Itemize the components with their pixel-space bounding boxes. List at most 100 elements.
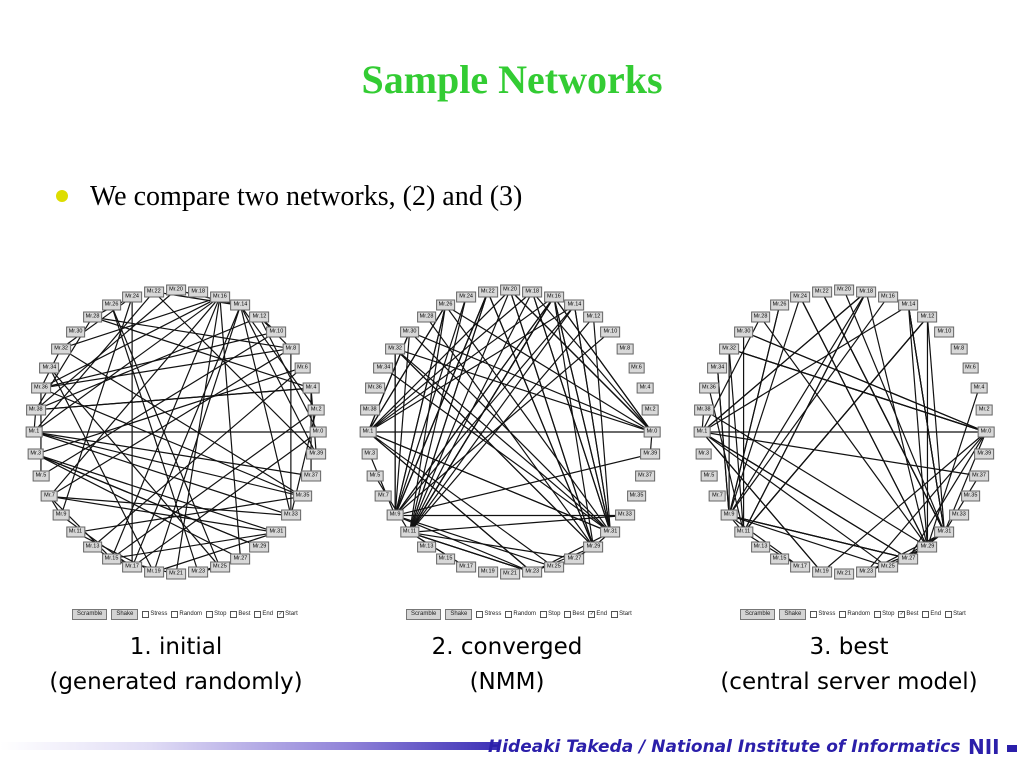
network-node[interactable]: Mr.35 — [292, 490, 313, 502]
network-node[interactable]: Mr.17 — [122, 561, 142, 573]
network-node[interactable]: Mr.29 — [249, 541, 270, 553]
network-node[interactable]: Mr.5 — [366, 470, 384, 482]
network-node[interactable]: Mr.24 — [122, 291, 142, 303]
network-node[interactable]: Mr.35 — [960, 490, 981, 502]
network-node[interactable]: Mr.38 — [359, 404, 380, 416]
network-node[interactable]: Mr.22 — [811, 286, 832, 298]
start-checkbox[interactable]: Start — [611, 610, 632, 618]
stress-checkbox[interactable]: Stress — [476, 610, 501, 618]
network-node[interactable]: Mr.2 — [641, 404, 659, 416]
network-node[interactable]: Mr.27 — [898, 553, 919, 565]
network-node[interactable]: Mr.37 — [635, 470, 655, 482]
network-node[interactable]: Mr.16 — [877, 291, 898, 303]
network-node[interactable]: Mr.0 — [977, 426, 995, 438]
network-node[interactable]: Mr.23 — [188, 566, 209, 578]
end-checkbox[interactable]: End — [922, 610, 941, 618]
end-checkbox[interactable]: ✓End — [588, 610, 607, 618]
network-node[interactable]: Mr.28 — [82, 311, 103, 323]
network-node[interactable]: Mr.19 — [477, 566, 498, 578]
stop-checkbox[interactable]: Stop — [540, 610, 560, 618]
network-node[interactable]: Mr.32 — [385, 343, 405, 355]
network-node[interactable]: Mr.34 — [707, 362, 728, 374]
network-node[interactable]: Mr.17 — [790, 561, 810, 573]
stop-checkbox[interactable]: Stop — [206, 610, 226, 618]
network-node[interactable]: Mr.20 — [166, 284, 186, 296]
network-node[interactable]: Mr.38 — [25, 404, 46, 416]
random-checkbox[interactable]: Random — [171, 610, 202, 618]
network-node[interactable]: Mr.36 — [699, 382, 719, 394]
network-node[interactable]: Mr.14 — [564, 299, 585, 311]
network-node[interactable]: Mr.28 — [416, 311, 437, 323]
network-node[interactable]: Mr.12 — [917, 311, 938, 323]
network-node[interactable]: Mr.12 — [583, 311, 604, 323]
network-node[interactable]: Mr.7 — [41, 490, 58, 502]
network-node[interactable]: Mr.9 — [720, 509, 738, 521]
network-node[interactable]: Mr.13 — [82, 541, 103, 553]
network-node[interactable]: Mr.9 — [386, 509, 404, 521]
network-node[interactable]: Mr.31 — [600, 526, 621, 538]
network-node[interactable]: Mr.10 — [266, 326, 287, 338]
network-node[interactable]: Mr.13 — [750, 541, 771, 553]
network-node[interactable]: Mr.7 — [375, 490, 392, 502]
network-node[interactable]: Mr.7 — [709, 490, 726, 502]
network-node[interactable]: Mr.21 — [834, 568, 854, 580]
stop-checkbox[interactable]: Stop — [874, 610, 894, 618]
network-node[interactable]: Mr.30 — [399, 326, 420, 338]
network-node[interactable]: Mr.39 — [974, 448, 995, 460]
network-node[interactable]: Mr.18 — [522, 286, 543, 298]
network-node[interactable]: Mr.36 — [31, 382, 51, 394]
network-node[interactable]: Mr.36 — [365, 382, 385, 394]
shake-button[interactable]: Shake — [779, 608, 807, 620]
network-node[interactable]: Mr.10 — [934, 326, 955, 338]
end-checkbox[interactable]: End — [254, 610, 273, 618]
network-node[interactable]: Mr.38 — [693, 404, 714, 416]
network-node[interactable]: Mr.22 — [477, 286, 498, 298]
network-node[interactable]: Mr.16 — [209, 291, 230, 303]
network-node[interactable]: Mr.4 — [302, 382, 320, 394]
network-node[interactable]: Mr.14 — [230, 299, 251, 311]
network-node[interactable]: Mr.0 — [643, 426, 661, 438]
network-node[interactable]: Mr.19 — [811, 566, 832, 578]
network-node[interactable]: Mr.3 — [695, 448, 713, 460]
network-node[interactable]: Mr.26 — [769, 299, 790, 311]
network-node[interactable]: Mr.23 — [856, 566, 877, 578]
random-checkbox[interactable]: Random — [505, 610, 536, 618]
best-checkbox[interactable]: Best — [230, 610, 250, 618]
start-checkbox[interactable]: Start — [945, 610, 966, 618]
network-node[interactable]: Mr.32 — [719, 343, 739, 355]
best-checkbox[interactable]: Best — [564, 610, 584, 618]
network-node[interactable]: Mr.25 — [543, 561, 564, 573]
network-node[interactable]: Mr.20 — [500, 284, 520, 296]
network-node[interactable]: Mr.31 — [266, 526, 287, 538]
network-node[interactable]: Mr.9 — [52, 509, 70, 521]
network-node[interactable]: Mr.30 — [65, 326, 86, 338]
network-node[interactable]: Mr.4 — [636, 382, 654, 394]
network-node[interactable]: Mr.1 — [693, 426, 711, 438]
network-node[interactable]: Mr.5 — [700, 470, 718, 482]
network-node[interactable]: Mr.2 — [975, 404, 993, 416]
network-node[interactable]: Mr.18 — [856, 286, 877, 298]
network-node[interactable]: Mr.25 — [877, 561, 898, 573]
network-node[interactable]: Mr.20 — [834, 284, 854, 296]
network-node[interactable]: Mr.26 — [101, 299, 122, 311]
random-checkbox[interactable]: Random — [839, 610, 870, 618]
network-node[interactable]: Mr.10 — [600, 326, 621, 338]
network-node[interactable]: Mr.33 — [280, 509, 301, 521]
network-node[interactable]: Mr.33 — [614, 509, 635, 521]
network-node[interactable]: Mr.37 — [301, 470, 321, 482]
network-node[interactable]: Mr.24 — [790, 291, 810, 303]
network-node[interactable]: Mr.27 — [230, 553, 251, 565]
network-node[interactable]: Mr.21 — [166, 568, 186, 580]
network-node[interactable]: Mr.15 — [435, 553, 456, 565]
network-node[interactable]: Mr.0 — [309, 426, 327, 438]
network-node[interactable]: Mr.12 — [249, 311, 270, 323]
network-node[interactable]: Mr.1 — [359, 426, 377, 438]
network-node[interactable]: Mr.26 — [435, 299, 456, 311]
network-node[interactable]: Mr.8 — [616, 343, 634, 355]
network-node[interactable]: Mr.4 — [970, 382, 988, 394]
network-node[interactable]: Mr.29 — [917, 541, 938, 553]
network-node[interactable]: Mr.25 — [209, 561, 230, 573]
best-checkbox[interactable]: ✓Best — [898, 610, 918, 618]
network-node[interactable]: Mr.3 — [361, 448, 379, 460]
network-node[interactable]: Mr.1 — [25, 426, 43, 438]
